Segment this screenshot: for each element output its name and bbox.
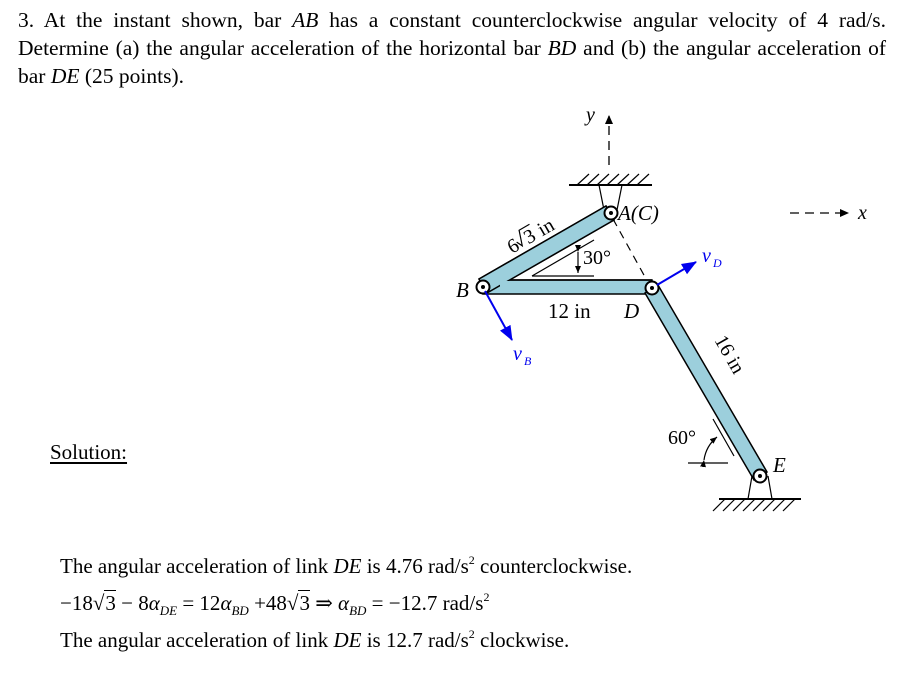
pin-d xyxy=(644,280,660,296)
problem-number: 3. xyxy=(18,8,35,32)
velocity-vector-d: v D xyxy=(656,245,722,286)
svg-text:16 in: 16 in xyxy=(710,332,749,378)
equation-line: −18√3 − 8αDE = 12αBD +48√3 ⇒ αBD = −12.7… xyxy=(60,590,490,618)
solution-label: Solution: xyxy=(50,440,128,464)
point-a-label: A(C) xyxy=(616,201,659,225)
bar-bd-ref: BD xyxy=(547,36,577,60)
y-axis: y xyxy=(584,104,613,165)
point-d-label: D xyxy=(623,299,639,323)
vd-subscript: D xyxy=(712,256,722,270)
answer-line-1: The angular acceleration of link DE is 4… xyxy=(60,553,633,578)
ground-support-bottom xyxy=(712,475,801,512)
pin-e xyxy=(752,468,768,484)
pin-b xyxy=(475,279,491,295)
vb-label: v xyxy=(513,343,522,365)
answer-line-3: The angular acceleration of link DE is 1… xyxy=(60,627,570,652)
angle-60-annotation: 60° xyxy=(668,418,735,468)
de-length-label: 16 in xyxy=(710,332,749,378)
x-axis-label: x xyxy=(857,202,867,224)
ground-support-top xyxy=(569,173,652,211)
vb-subscript: B xyxy=(524,354,532,368)
bar-ab-ref: AB xyxy=(292,8,319,32)
angle-30-annotation: 30° xyxy=(531,239,611,277)
angle-60-label: 60° xyxy=(668,427,696,449)
bd-length-label: 12 in xyxy=(548,299,591,323)
y-axis-label: y xyxy=(584,104,595,126)
bar-bd-fill xyxy=(500,281,650,293)
x-axis: x xyxy=(790,202,867,224)
velocity-vector-b: v B xyxy=(484,290,532,368)
bar-de-ref: DE xyxy=(50,64,80,88)
problem-statement: 3. At the instant shown, bar AB has a co… xyxy=(18,8,886,88)
point-e-label: E xyxy=(772,453,786,477)
dashed-line-a-d xyxy=(612,218,651,287)
vd-label: v xyxy=(702,245,711,267)
pin-a xyxy=(603,205,619,221)
angle-30-label: 30° xyxy=(583,247,611,269)
point-b-label: B xyxy=(456,278,469,302)
